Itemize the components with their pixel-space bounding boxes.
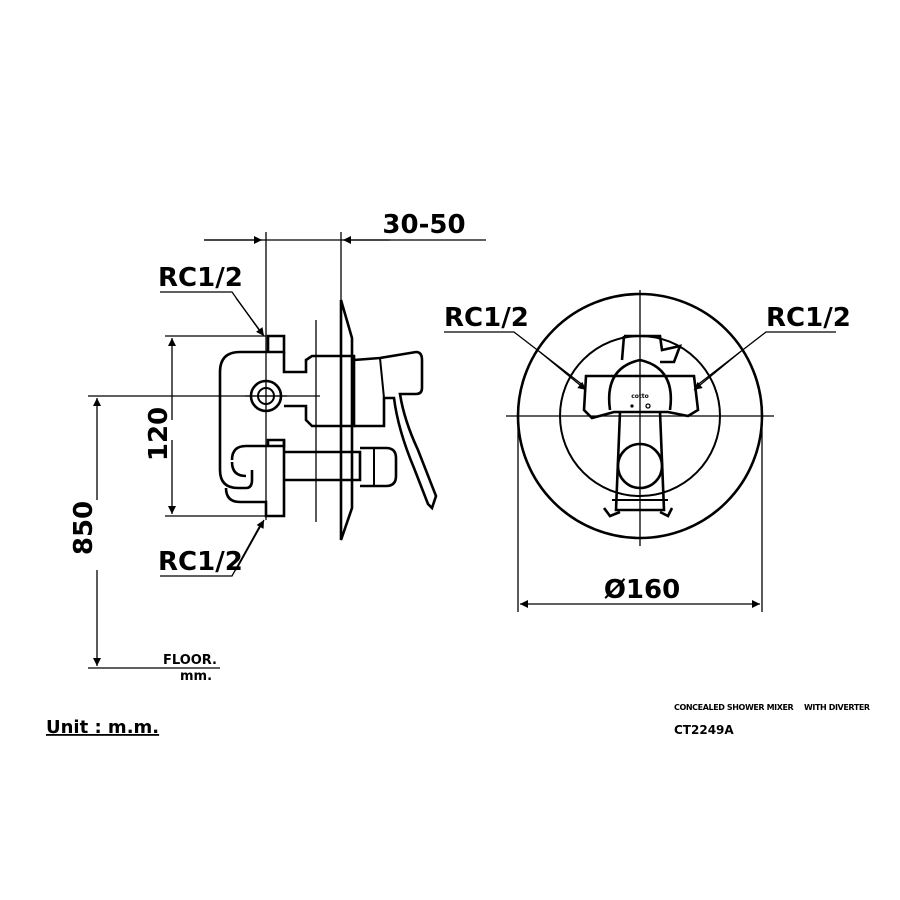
brand-mark: cotto bbox=[631, 393, 649, 400]
lower-spindle bbox=[284, 450, 362, 482]
footer: Unit : m.m. CONCEALED SHOWER MIXER WITH … bbox=[46, 703, 870, 738]
top-cap-front bbox=[624, 334, 683, 364]
body-top-outlet bbox=[282, 352, 356, 428]
side-view: 30-50 RC1/2 120 850 FLOOR. mm. bbox=[69, 210, 486, 684]
hot-indicator-icon bbox=[630, 404, 634, 408]
rc-bottom-side-arrow bbox=[235, 519, 265, 571]
rc-front-left-arrow bbox=[539, 351, 587, 391]
body-outline-left bbox=[218, 350, 254, 490]
mixer-body-front: cotto bbox=[582, 334, 700, 518]
rc-bottom-side-callout: RC1/2 bbox=[158, 519, 265, 577]
rc-front-right-callout: RC1/2 bbox=[693, 303, 851, 391]
floor-unit-label: mm. bbox=[180, 669, 212, 684]
diameter-dimension: Ø160 bbox=[517, 428, 763, 612]
rc-front-right-leader bbox=[695, 331, 836, 387]
cold-indicator-icon bbox=[645, 403, 651, 409]
rc-bottom-side-label: RC1/2 bbox=[158, 547, 243, 577]
title-product: CONCEALED SHOWER MIXER bbox=[674, 703, 794, 712]
inlet-spacing-dimension: 120 bbox=[144, 335, 266, 517]
wall-plate-side bbox=[315, 299, 354, 541]
rc-top-side-arrow bbox=[235, 297, 265, 337]
handle-crossbar bbox=[582, 374, 700, 420]
handle-dome bbox=[607, 358, 673, 411]
valve-body-side bbox=[218, 334, 398, 518]
floor-label: FLOOR. bbox=[163, 653, 217, 668]
rc-front-right-arrow bbox=[693, 351, 741, 391]
body-top-cap bbox=[240, 334, 286, 354]
lever-handle-side bbox=[353, 350, 438, 511]
body-bottom-outline bbox=[224, 440, 286, 518]
lever-handle-profile bbox=[353, 350, 438, 511]
handle-foot-right bbox=[659, 507, 674, 518]
body-lower-port bbox=[230, 438, 286, 461]
body-lower-curve bbox=[230, 461, 247, 478]
inlet-spacing-value: 120 bbox=[144, 407, 174, 461]
top-cap-left-edge bbox=[620, 335, 626, 361]
wall-depth-dimension: 30-50 bbox=[204, 210, 486, 520]
rc-front-left-callout: RC1/2 bbox=[444, 303, 587, 391]
front-view: RC1/2 RC1/2 cotto bbox=[444, 290, 851, 612]
title-model: CT2249A bbox=[674, 723, 734, 737]
floor-height-value: 850 bbox=[69, 501, 99, 555]
lever-handle-joint bbox=[379, 357, 385, 399]
unit-note: Unit : m.m. bbox=[46, 717, 159, 738]
rc-front-left-label: RC1/2 bbox=[444, 303, 529, 333]
diverter-knob bbox=[360, 446, 398, 488]
diverter-knob-front bbox=[616, 442, 664, 490]
wall-depth-value: 30-50 bbox=[382, 210, 465, 240]
handle-foot-left bbox=[602, 507, 621, 518]
rc-front-left-leader bbox=[444, 331, 585, 387]
rc-top-side-callout: RC1/2 bbox=[158, 263, 265, 337]
diameter-value: Ø160 bbox=[604, 575, 680, 605]
title-variant: WITH DIVERTER bbox=[804, 703, 870, 712]
rc-top-side-label: RC1/2 bbox=[158, 263, 243, 293]
rc-bottom-side-leader bbox=[160, 521, 263, 577]
wall-plate-profile bbox=[339, 299, 354, 541]
rc-front-right-label: RC1/2 bbox=[766, 303, 851, 333]
